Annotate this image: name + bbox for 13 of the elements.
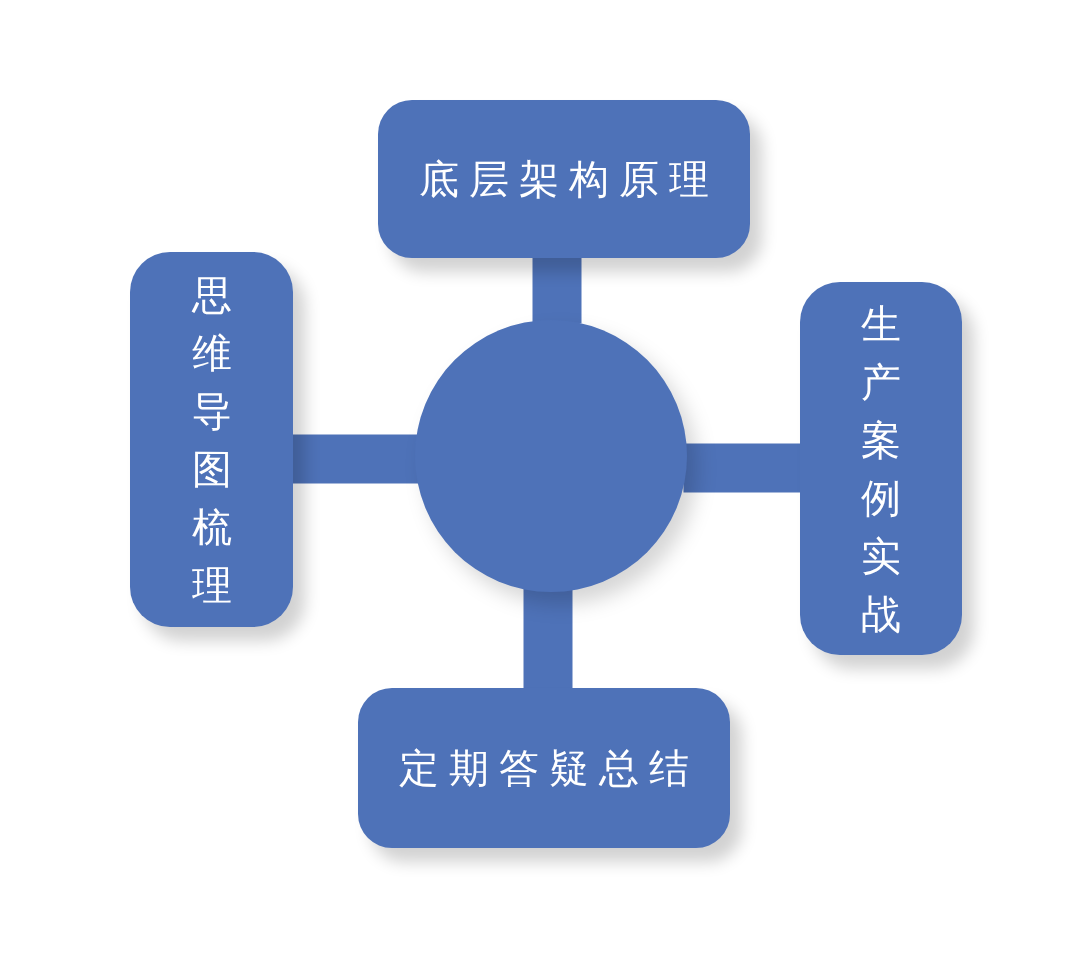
connector-bar <box>523 588 573 688</box>
topic-card <box>358 688 730 848</box>
connector-bar <box>532 258 582 324</box>
topic-label: 定期答疑总结 <box>398 744 699 792</box>
topic-card <box>800 282 962 655</box>
topic-card <box>130 252 293 627</box>
connector-bar <box>683 443 800 493</box>
topic-label: 生产案例实战 <box>861 299 901 639</box>
topic-label: 思维导图梳理 <box>191 270 232 610</box>
topic-card <box>378 100 750 258</box>
connector-bar <box>293 434 419 484</box>
topic-label: 底层架构原理 <box>418 155 719 203</box>
hub-circle <box>415 320 687 592</box>
